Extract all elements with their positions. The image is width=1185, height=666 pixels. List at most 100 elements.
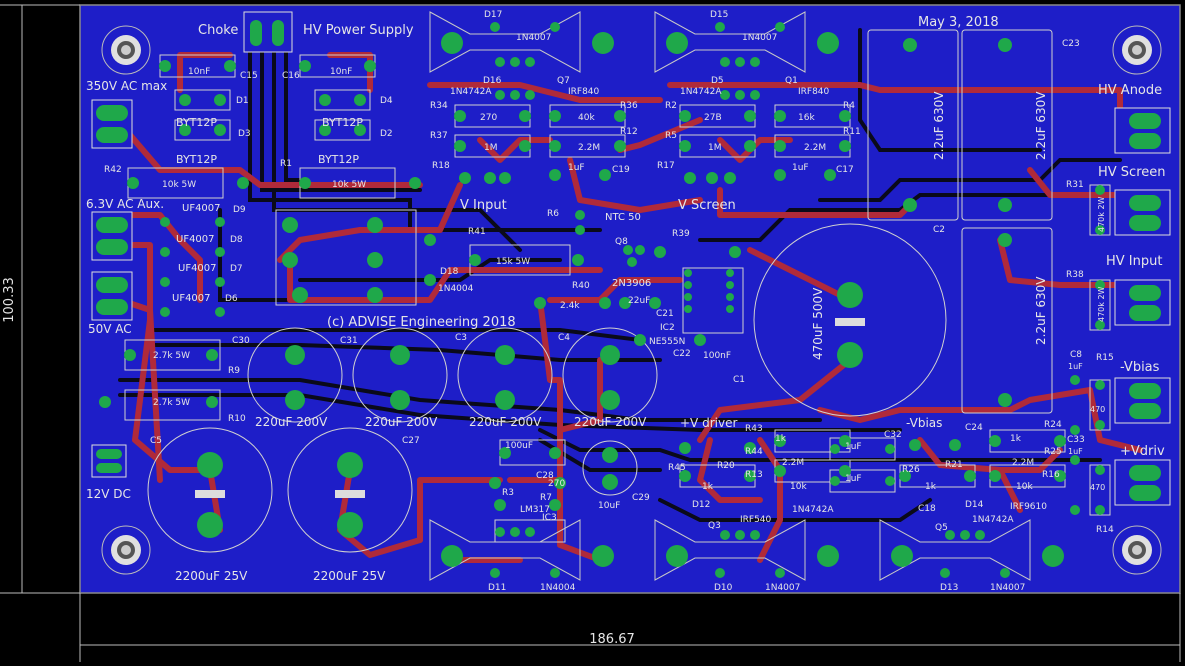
component-value-38: UF4007: [178, 263, 217, 274]
conn-hv-anode-label: HV Anode: [1098, 83, 1162, 98]
dimension-lines: [0, 4, 1181, 662]
component-value-9: 1N4007: [990, 583, 1025, 593]
designator-r17: R17: [657, 161, 675, 171]
r31-value-label: 470k 2W: [1097, 196, 1106, 232]
component-value-48: 470: [1090, 405, 1105, 414]
c2-630v-label-b: 2.2uF 630V: [1034, 276, 1048, 345]
width-dimension-label: 186.67: [589, 632, 635, 647]
screw-terminals: [91, 11, 1171, 506]
component-value-45: NE555N: [649, 337, 685, 347]
conn-12v-label: 12V DC: [86, 487, 131, 501]
designator-r43: R43: [745, 424, 763, 434]
component-value-5: BYT12P: [318, 153, 359, 166]
designator-r40: R40: [572, 281, 590, 291]
component-value-32: 1uF: [1068, 447, 1083, 456]
component-value-17: IRF9610: [1010, 502, 1047, 512]
component-value-63: 1k: [925, 482, 937, 492]
designator-r13: R13: [745, 470, 763, 480]
designator-d2: D2: [380, 129, 393, 139]
height-dimension-label: 100.33: [2, 277, 17, 323]
designator-ic3: IC3: [542, 513, 557, 523]
component-value-59: LM317: [520, 505, 550, 515]
copyright-label: (c) ADVISE Engineering 2018: [327, 315, 516, 330]
designator-q3: Q3: [708, 521, 721, 531]
designator-r42: R42: [104, 165, 122, 175]
conn-vdriv-label: +Vdriv: [1120, 444, 1165, 459]
component-value-0: 10nF: [188, 67, 210, 77]
component-value-23: 2.2M: [578, 143, 600, 153]
component-value-29: 1uF: [845, 442, 862, 452]
component-value-62: 1k: [702, 482, 714, 492]
component-value-27: 1uF: [568, 163, 585, 173]
designator-r24: R24: [1044, 420, 1062, 430]
designator-c15: C15: [240, 71, 258, 81]
conn-350v-label: 350V AC max: [86, 79, 167, 93]
component-value-21: 1M: [484, 143, 498, 153]
component-value-65: 2.2M: [782, 458, 804, 468]
component-value-11: 1N4742A: [680, 87, 722, 97]
component-value-37: UF4007: [176, 234, 215, 245]
designator-r38: R38: [1066, 270, 1084, 280]
designator-c23: C23: [1062, 39, 1080, 49]
component-value-34: 10k 5W: [332, 180, 366, 190]
designator-d6: D6: [225, 294, 238, 304]
component-value-30: 1uF: [845, 474, 862, 484]
designator-r14: R14: [1096, 525, 1114, 535]
component-value-52: 220uF 200V: [255, 415, 328, 429]
component-value-66: 2.2M: [1012, 458, 1034, 468]
component-value-15: IRF840: [798, 87, 830, 97]
conn-vbias-neg-label: -Vbias: [1120, 360, 1160, 375]
designator-r16: R16: [1042, 470, 1060, 480]
component-value-16: IRF540: [740, 515, 772, 525]
component-value-20: 40k: [578, 113, 595, 123]
designator-q8: Q8: [615, 237, 628, 247]
v-driver-label: +V driver: [680, 416, 737, 430]
component-value-33: 10k 5W: [162, 180, 196, 190]
component-value-2: BYT12P: [176, 116, 217, 129]
designator-r39: R39: [672, 229, 690, 239]
designator-c31: C31: [340, 336, 358, 346]
v-bias-label: -Vbias: [906, 416, 942, 430]
designator-c32: C32: [884, 430, 902, 440]
designator-c3: C3: [455, 333, 467, 343]
designator-r45: R45: [668, 463, 686, 473]
designator-c33: C33: [1067, 435, 1085, 445]
component-value-31: 1uF: [1068, 362, 1083, 371]
component-value-19: 270: [548, 479, 565, 489]
component-value-47: 2.4k: [560, 301, 580, 311]
component-value-56: 2200uF 25V: [175, 569, 248, 583]
component-value-64: 1k: [1010, 434, 1022, 444]
designator-d1: D1: [236, 96, 249, 106]
designator-d8: D8: [230, 235, 243, 245]
component-value-22: 1M: [708, 143, 722, 153]
designator-c19: C19: [612, 165, 630, 175]
choke-label: Choke: [198, 23, 238, 38]
designator-c27: C27: [402, 436, 420, 446]
component-value-6: 1N4007: [516, 33, 551, 43]
designator-d9: D9: [233, 205, 246, 215]
designator-q5: Q5: [935, 523, 948, 533]
conn-hv-input-label: HV Input: [1106, 254, 1162, 269]
component-value-60: 10uF: [598, 501, 620, 511]
component-value-44: 22uF: [628, 296, 650, 306]
designator-r37: R37: [430, 131, 448, 141]
designator-r34: R34: [430, 101, 448, 111]
designator-r3: R3: [502, 488, 514, 498]
designator-r10: R10: [228, 414, 246, 424]
designator-c4: C4: [558, 333, 570, 343]
component-value-39: UF4007: [172, 293, 211, 304]
designator-q1: Q1: [785, 76, 798, 86]
designator-r25: R25: [1044, 447, 1062, 457]
component-value-54: 220uF 200V: [469, 415, 542, 429]
designator-d4: D4: [380, 96, 393, 106]
component-value-10: 1N4742A: [450, 87, 492, 97]
designator-d10: D10: [714, 583, 733, 593]
component-value-4: BYT12P: [322, 116, 363, 129]
heatsink-pads: [441, 32, 1064, 567]
designator-d13: D13: [940, 583, 958, 593]
v-screen-label: V Screen: [678, 198, 736, 213]
component-value-26: 16k: [798, 113, 815, 123]
designator-ic2: IC2: [660, 323, 675, 333]
